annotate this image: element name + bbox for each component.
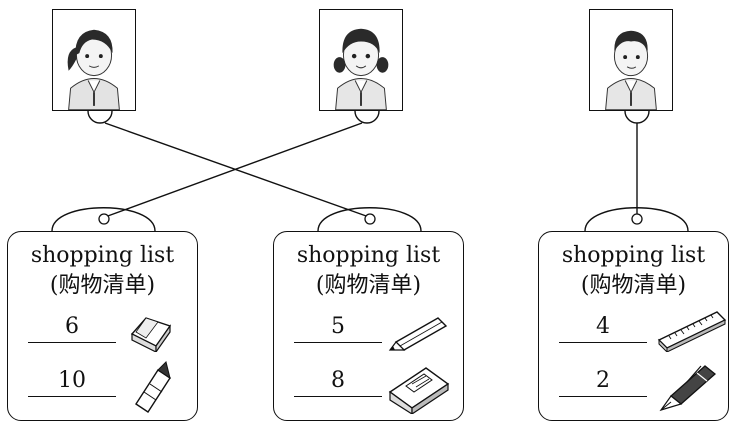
item-quantity: 2: [596, 368, 610, 393]
portrait-3: [589, 9, 673, 111]
card-title: shopping list: [561, 243, 706, 268]
girl-ponytail-icon: [53, 10, 135, 110]
card-hole-2: [364, 213, 376, 225]
ruler-icon: [657, 311, 727, 352]
item-quantity: 4: [596, 314, 610, 339]
eraser-icon: [130, 317, 172, 352]
card-subtitle: (购物清单): [580, 273, 687, 298]
portrait-hook-2: [354, 110, 380, 124]
portrait-1: [52, 9, 136, 111]
answer-line: [559, 342, 647, 343]
item-quantity: 5: [331, 314, 345, 339]
card-subtitle: (购物清单): [49, 273, 156, 298]
item-quantity: 8: [331, 368, 345, 393]
crayon-icon: [135, 361, 171, 413]
card-title: shopping list: [30, 243, 175, 268]
notebook-icon: [388, 367, 450, 414]
item-quantity: 10: [58, 368, 86, 393]
answer-line: [559, 396, 647, 397]
card-hole-3: [631, 213, 643, 225]
card-title: shopping list: [296, 243, 441, 268]
portrait-2: [319, 9, 403, 111]
answer-line: [28, 342, 116, 343]
item-quantity: 6: [65, 314, 79, 339]
portrait-hook-1: [87, 110, 113, 124]
girl-pigtails-icon: [320, 10, 402, 110]
boy-icon: [590, 10, 672, 110]
shopping-list-card-1: shopping list (购物清单) 6 10: [7, 231, 198, 421]
answer-line: [294, 396, 382, 397]
shopping-list-card-2: shopping list (购物清单) 5 8: [273, 231, 464, 421]
link-portrait-2-to-card-1: [104, 122, 363, 218]
shopping-list-card-3: shopping list (购物清单) 4 2: [538, 231, 729, 421]
answer-line: [294, 342, 382, 343]
portrait-hook-3: [624, 110, 650, 124]
link-portrait-1-to-card-2: [104, 122, 370, 218]
card-hole-1: [98, 213, 110, 225]
fountain-pen-icon: [659, 365, 717, 412]
card-subtitle: (购物清单): [315, 273, 422, 298]
pencil-icon: [388, 317, 448, 351]
answer-line: [28, 396, 116, 397]
